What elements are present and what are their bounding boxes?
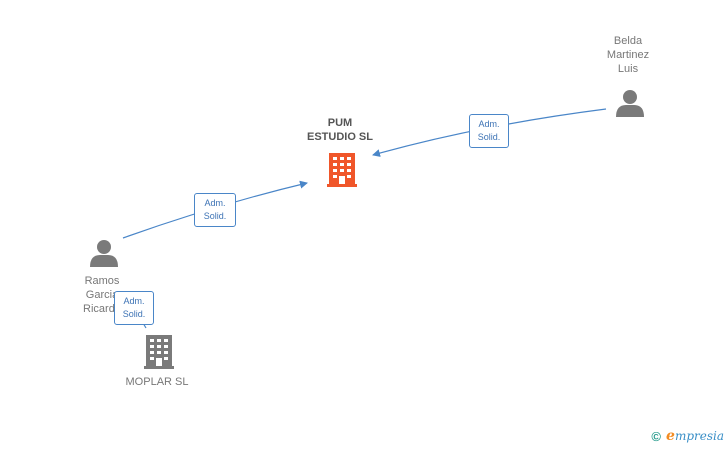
person-label-ramos[interactable]: Ramos Garcia Ricardo	[64, 274, 140, 316]
building-icon[interactable]	[144, 335, 174, 369]
edge-role-line: Solid.	[477, 132, 501, 142]
brand-logo: © empresia	[651, 428, 724, 444]
edge-role-line: Adm.	[123, 296, 145, 306]
person-label-line: Garcia	[85, 289, 119, 301]
edge-role-line: Solid.	[122, 309, 146, 319]
edge-role-badge[interactable]: Adm. Solid.	[194, 193, 236, 227]
copyright-icon: ©	[651, 428, 662, 444]
company-label-line: MOPLAR SL	[125, 376, 189, 388]
company-label-pum[interactable]: PUM ESTUDIO SL	[292, 116, 388, 144]
person-label-line: Belda	[613, 35, 643, 47]
person-icon[interactable]	[616, 90, 644, 117]
edge-role-line: Adm.	[478, 119, 500, 129]
edge-role-badge[interactable]: Adm. Solid.	[114, 291, 154, 325]
edge-role-badge[interactable]: Adm. Solid.	[469, 114, 509, 148]
edge-role-line: Solid.	[203, 211, 227, 221]
person-label-line: Luis	[617, 63, 639, 75]
person-label-belda[interactable]: Belda Martinez Luis	[588, 34, 668, 76]
building-icon[interactable]	[327, 153, 357, 187]
edge-role-line: Adm.	[204, 198, 226, 208]
company-label-line: ESTUDIO SL	[306, 131, 373, 143]
company-label-line: PUM	[327, 117, 353, 129]
company-label-moplar[interactable]: MOPLAR SL	[112, 375, 202, 389]
person-label-line: Martinez	[606, 49, 650, 61]
brand-wordmark: empresia	[666, 428, 724, 444]
person-label-line: Ramos	[84, 275, 120, 287]
person-label-line: Ricardo	[83, 303, 121, 315]
person-icon[interactable]	[90, 240, 118, 267]
